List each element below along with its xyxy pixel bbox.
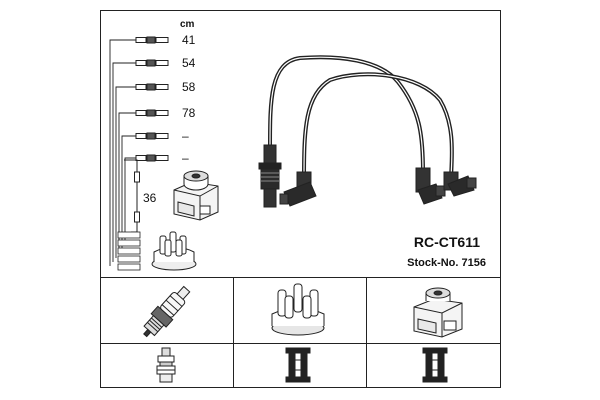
distributor-cap-large-icon [271,283,325,336]
coil-lead [124,159,140,233]
lead-connector [135,60,147,66]
lead-wire [115,86,136,258]
lead-connector [135,84,147,90]
stock-number: Stock-No. 7156 [407,257,486,269]
lead-row: 54 [112,56,196,262]
lead-boot [146,83,156,91]
lead-length: – [182,129,189,143]
lead-wire [124,157,136,246]
cap-boot-angled-2 [443,171,477,197]
lead-length: – [182,151,189,165]
lead-connector [135,133,147,139]
spark-plug-icon [143,285,191,338]
lead-length: 78 [182,106,196,120]
plug-terminal-icon [156,347,176,383]
lead-boot [146,132,156,140]
lead-row: – [124,151,189,246]
lead-row: 58 [115,80,196,258]
lead-connector [135,155,147,161]
lead-connector [135,37,147,43]
lead-connector [155,60,169,66]
lead-wire [121,135,136,250]
lead-boot [146,36,156,44]
cap-terminal-icon [285,347,311,383]
lead-boot [146,109,156,117]
coil-terminal-icon [422,347,448,383]
lead-connector [155,37,169,43]
lead-length: 54 [182,56,196,70]
plug-boot-angled-1 [279,171,317,207]
lead-length: 41 [182,33,196,47]
lead-row: 41 [109,33,196,266]
lead-boot [146,59,156,67]
lead-connector [155,155,169,161]
product-code: RC-CT611 [414,234,480,250]
connector-comb [117,231,141,271]
lead-row: – [121,129,189,250]
lead-connector [135,110,147,116]
lead-wire [118,112,136,254]
lead-length: 58 [182,80,196,94]
distributor-cap-icon [151,231,197,271]
lead-connector [155,84,169,90]
coil-lead-length: 36 [143,191,157,205]
outer-frame [100,10,501,388]
lead-wire [109,39,136,266]
cap-boot-angled-1 [415,167,446,205]
plug-boot-straight [258,144,282,208]
ignition-coil-large-icon [413,287,463,338]
length-chart: cm 41 54 58 78 – – 36 [109,19,196,271]
lead-boot [146,154,156,162]
ignition-wire-set-icon [268,55,454,180]
lead-wire [112,62,136,262]
ignition-coil-icon [173,170,219,221]
lead-connector [155,110,169,116]
lead-connector [155,133,169,139]
lead-row: 78 [118,106,196,254]
unit-label: cm [180,19,195,30]
